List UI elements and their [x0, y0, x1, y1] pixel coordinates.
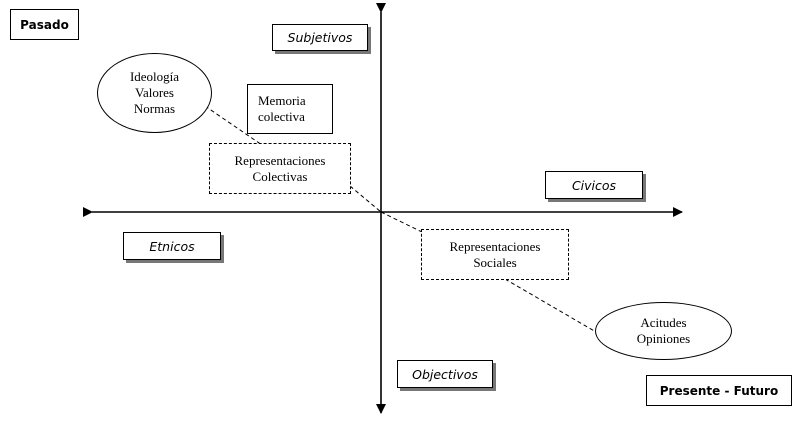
- objectivos-text: Objectivos: [412, 366, 478, 382]
- actitudes-line-2: Opiniones: [636, 331, 691, 346]
- actitudes-ellipse: Acitudes Opiniones: [595, 302, 732, 360]
- connector-sociales-to-ellipse: [504, 278, 597, 333]
- ideologia-line-3: Normas: [133, 101, 176, 116]
- pasado-label: Pasado: [10, 9, 79, 40]
- presente-futuro-text: Presente - Futuro: [659, 383, 779, 398]
- sociales-line-1: Representaciones: [449, 238, 541, 254]
- colectivas-line-2: Colectivas: [252, 168, 308, 184]
- subjetivos-text: Subjetivos: [287, 30, 353, 45]
- connector-center-to-sociales: [380, 211, 423, 233]
- connector-colectivas-to-center: [349, 185, 382, 213]
- actitudes-line-1: Acitudes: [640, 315, 687, 330]
- objectivos-label: Objectivos: [397, 360, 493, 388]
- memoria-line-1: Memoria: [258, 93, 306, 108]
- colectivas-line-1: Representaciones: [234, 152, 326, 168]
- presente-futuro-label: Presente - Futuro: [646, 375, 792, 406]
- ideologia-line-2: Valores: [135, 85, 174, 100]
- memoria-line-2: colectiva: [258, 109, 305, 124]
- pasado-text: Pasado: [20, 17, 69, 32]
- representaciones-colectivas-box: Representaciones Colectivas: [209, 143, 351, 194]
- civicos-label: Civicos: [545, 171, 643, 199]
- connector-ellipse-to-colectivas: [204, 105, 263, 146]
- sociales-line-2: Sociales: [473, 254, 517, 270]
- subjetivos-label: Subjetivos: [272, 24, 368, 51]
- etnicos-label: Etnicos: [123, 232, 221, 260]
- ideologia-ellipse: Ideología Valores Normas: [97, 53, 212, 133]
- etnicos-text: Etnicos: [149, 238, 195, 254]
- civicos-text: Civicos: [571, 177, 617, 193]
- representaciones-sociales-box: Representaciones Sociales: [421, 229, 569, 280]
- ideologia-line-1: Ideología: [129, 69, 180, 84]
- memoria-colectiva-box: Memoria colectiva: [247, 84, 333, 134]
